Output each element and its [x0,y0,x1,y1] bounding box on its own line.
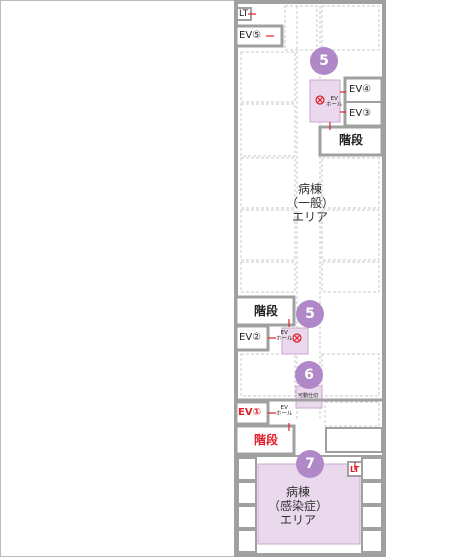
ev1-label: EV① [238,407,262,418]
badge-infection: 7 [296,450,324,478]
ev-hall-lower-label: EV ホール [276,405,293,418]
ward-general-label: 病棟 （一般） エリア [286,182,335,224]
ev2-label: EV② [239,332,262,343]
stairs-upper-label: 階段 [339,133,364,147]
alert-markers [248,13,356,470]
lt-top-label: LT [239,9,249,19]
stairs-middle-label: 階段 [254,304,279,318]
badge-upper: 5 [310,47,338,75]
stairs-lower-label: 階段 [254,433,279,447]
left-panel [0,0,235,557]
badge-middle: 5 [296,300,324,328]
rooms-lower-right [324,401,380,427]
stairs-lower-block [234,424,296,456]
ev-hall-middle-label: EV ホール [276,330,293,343]
ev4-label: EV④ [349,84,372,95]
no-entry-icon [315,95,325,105]
ward-infection-label: 病棟 （感染症） エリア [268,485,329,527]
stairs-upper-block [318,125,384,157]
ev-hall-upper-label: EV ホール [326,96,343,109]
badge-partition: 6 [295,361,323,389]
no-entry-icon [292,333,302,343]
ev3-label: EV③ [349,108,372,119]
partition-label: 可動仕切 [298,393,319,399]
ev5-label: EV⑤ [239,30,262,41]
no-entry-icons [292,95,325,343]
upper-ev-hall-zone [309,79,341,123]
lt-bottom-label: LT [350,465,360,474]
ev5-block [234,24,284,48]
